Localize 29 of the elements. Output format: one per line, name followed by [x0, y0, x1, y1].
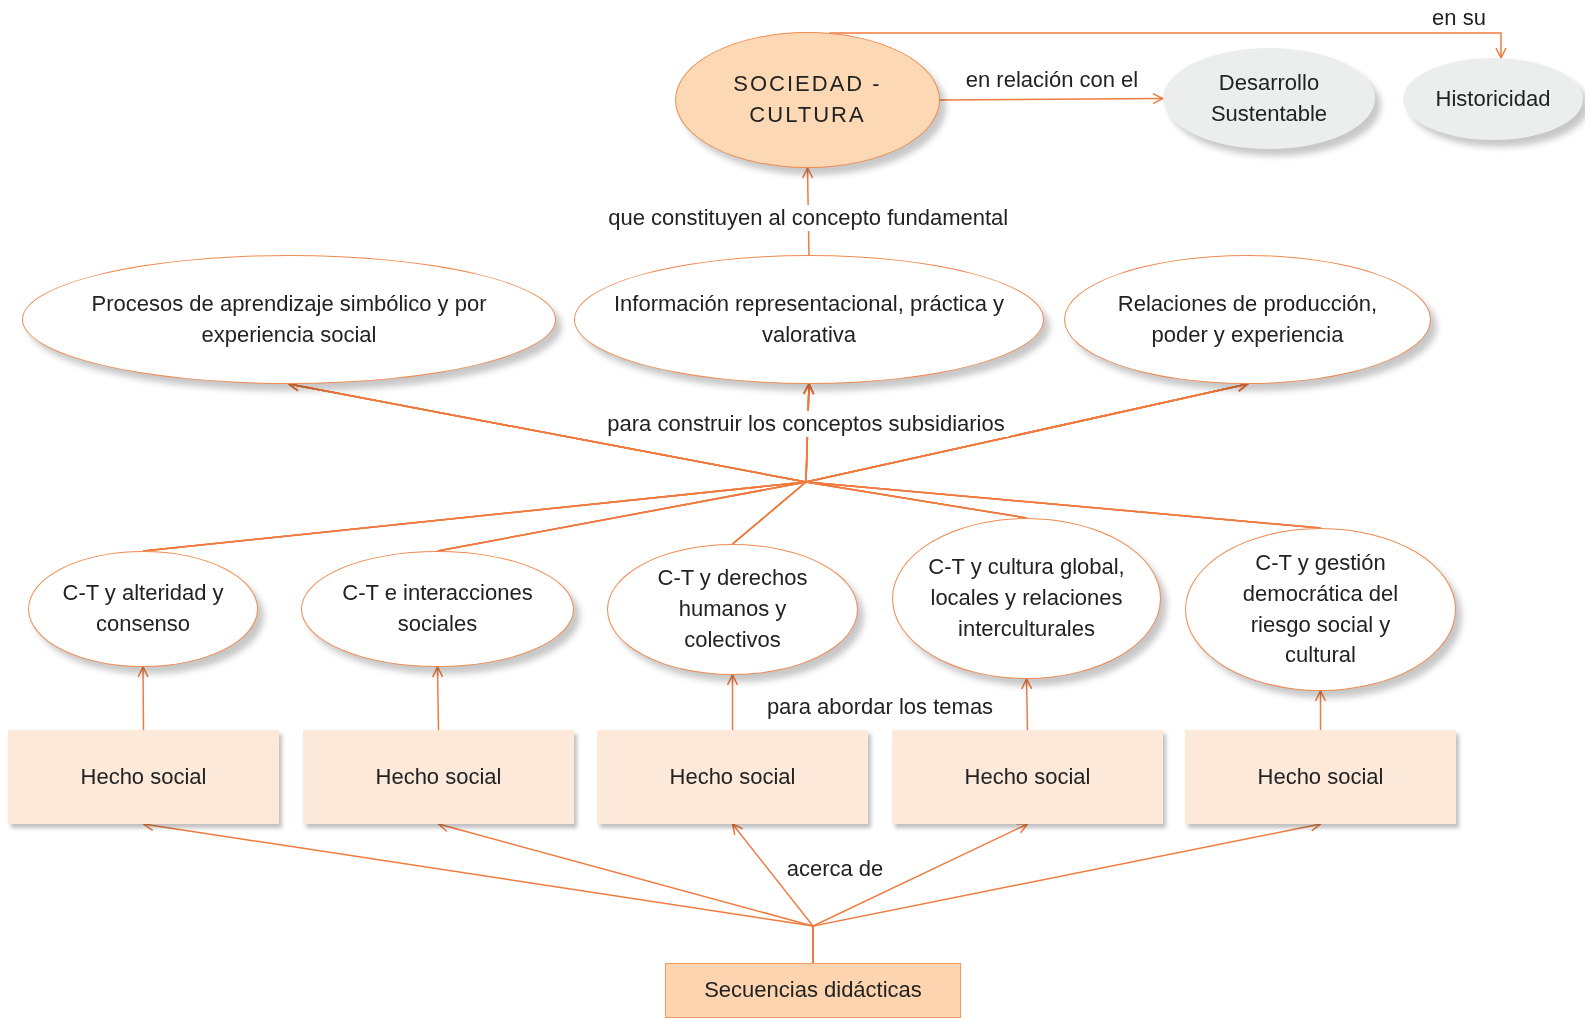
node-text: Hecho social	[374, 762, 503, 791]
arrow	[726, 674, 739, 731]
node-text: SOCIEDAD - CULTURA	[732, 70, 883, 129]
node-text: Hecho social	[1256, 762, 1385, 791]
topic-box	[892, 730, 1163, 824]
arrow	[137, 666, 149, 731]
topic-box	[8, 730, 279, 824]
arrow	[1314, 690, 1327, 731]
node-text: C-T e interacciones sociales	[341, 579, 534, 638]
topic-box	[665, 963, 961, 1018]
arrow	[1020, 678, 1033, 731]
topic-box	[1185, 730, 1456, 824]
node-text: Hecho social	[79, 762, 208, 791]
arrow	[431, 666, 444, 731]
node-text: C-T y derechos humanos y colectivos	[656, 564, 809, 654]
node-text: Hecho social	[963, 762, 1092, 791]
node-text: Procesos de aprendizaje simbólico y por experiencia social	[90, 289, 488, 349]
node-text: C-T y cultura global, locales y relaciones interculturales	[927, 553, 1126, 643]
node-text: Relaciones de producción, poder y experiencia	[1116, 289, 1379, 349]
node-text: Desarrollo Sustentable	[1209, 68, 1329, 128]
arrow	[939, 92, 1164, 105]
topic-box	[597, 730, 868, 824]
node-text: Hecho social	[668, 762, 797, 791]
topic-box	[303, 730, 574, 824]
node-text: C-T y gestión democrática del riesgo social y cultural	[1241, 548, 1400, 670]
node-text: C-T y alteridad y consenso	[61, 579, 225, 638]
node-text: Historicidad	[1434, 84, 1552, 113]
node-text: Secuencias didácticas	[703, 976, 923, 1005]
node-text: Información representacional, práctica y valorativa	[612, 289, 1006, 349]
